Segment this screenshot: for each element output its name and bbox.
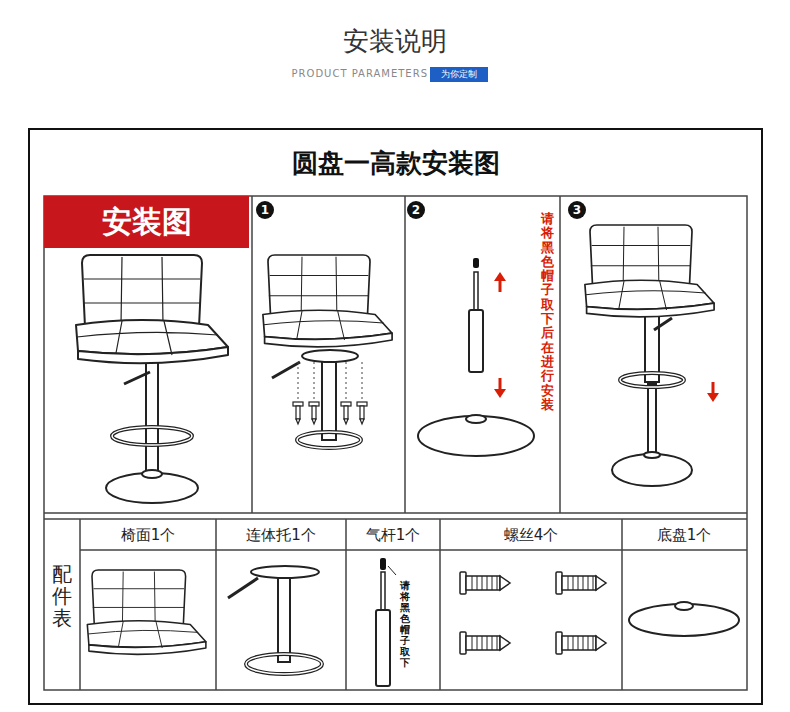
node-label: 3 (573, 204, 581, 216)
step2-figure-part (469, 310, 483, 372)
step2-figure (418, 258, 534, 456)
step1-figure-part (357, 402, 367, 424)
step1-figure-part (322, 360, 336, 440)
table-cell: 气杆1个 (366, 526, 421, 545)
stool-figure-part (146, 360, 158, 474)
table-cell: 椅面1个 (121, 526, 176, 545)
table-header: 配件表 (52, 563, 72, 629)
step1-figure-part (297, 432, 361, 448)
step3-figure-part (707, 393, 719, 402)
swivel-part-part (278, 576, 290, 662)
callout-number: 1 (256, 201, 274, 219)
step1-figure-part (297, 432, 361, 448)
step3-figure (585, 225, 719, 486)
step3-figure-part (648, 384, 656, 454)
swivel-part-part (246, 654, 322, 674)
stool-figure-part (76, 255, 228, 363)
step2-figure-part (473, 258, 479, 268)
table-cell: 底盘1个 (657, 526, 712, 545)
step2-figure-part (494, 389, 506, 398)
stool-figure-part (142, 470, 162, 478)
gas-lift-part-part (381, 572, 385, 612)
swivel-part-part (228, 578, 258, 598)
stool-figure-part (124, 372, 150, 384)
step1-figure-part (309, 402, 319, 424)
table-cell: 连体托1个 (246, 526, 316, 545)
step1-figure-part (272, 362, 300, 378)
base-part-part (675, 602, 693, 610)
heading-band: 安装图 (44, 196, 249, 248)
frame-heading: 圆盘一高款安装图 (30, 146, 761, 181)
swivel-part (228, 566, 322, 674)
callout-number: 2 (407, 201, 425, 219)
page-title: 安装说明 (343, 24, 447, 59)
tag-chip: 为你定制 (430, 67, 488, 82)
stool-figure-part (112, 427, 192, 445)
gas-lift-part-part (380, 558, 386, 570)
gas-lift-part-part (388, 566, 396, 575)
note-text: 请将黑色帽子取下后在进行安装 (541, 212, 554, 412)
seat-part (87, 570, 206, 654)
step2-figure-part (474, 272, 478, 312)
screw-parts-part (556, 632, 606, 654)
base-part (629, 602, 739, 636)
seat-part-part (87, 570, 206, 654)
table-cell: 螺丝4个 (504, 526, 559, 545)
step1-figure-part (263, 255, 392, 347)
swivel-part-part (251, 566, 319, 578)
screw-parts (460, 572, 606, 654)
step2-figure-part (499, 378, 502, 390)
step1-figure-part (298, 362, 362, 400)
step3-figure-part (620, 373, 684, 387)
note-text: 请将黑色帽子取下 (400, 580, 410, 668)
step3-figure-part (620, 373, 684, 387)
node-label: 2 (412, 204, 420, 216)
step2-figure-part (418, 416, 534, 456)
callout-number: 3 (568, 201, 586, 219)
node-label: 1 (261, 204, 269, 216)
node-label: 安装图 (102, 202, 192, 243)
step1-figure-part (341, 402, 351, 424)
screw-parts-part (460, 632, 510, 654)
grid-lines-part (44, 196, 747, 690)
step1-figure-part (293, 402, 303, 424)
screw-parts-part (556, 572, 606, 594)
subtitle: PRODUCT PARAMETERS (292, 68, 428, 79)
step3-figure-part (644, 452, 660, 458)
node-label: 为你定制 (441, 68, 477, 81)
frame-panel: 安装图 1 2 3 圆盘一高款安装图 (28, 128, 763, 705)
step2-figure-part (494, 272, 506, 281)
swivel-part-part (246, 654, 322, 674)
step1-figure (263, 255, 392, 448)
screw-parts-part (460, 572, 510, 594)
step2-figure-part (466, 415, 486, 423)
step3-figure-part (654, 318, 672, 330)
stool-figure (76, 255, 228, 503)
grid-lines (44, 196, 747, 690)
step2-figure-part (499, 280, 502, 292)
step3-figure-part (712, 382, 715, 394)
stool-figure-part (112, 427, 192, 445)
step1-figure-part (302, 350, 358, 362)
step3-figure-part (585, 225, 714, 317)
gas-lift-part-part (376, 610, 390, 686)
gas-lift-part (376, 558, 396, 686)
grid-lines-part (44, 196, 747, 690)
